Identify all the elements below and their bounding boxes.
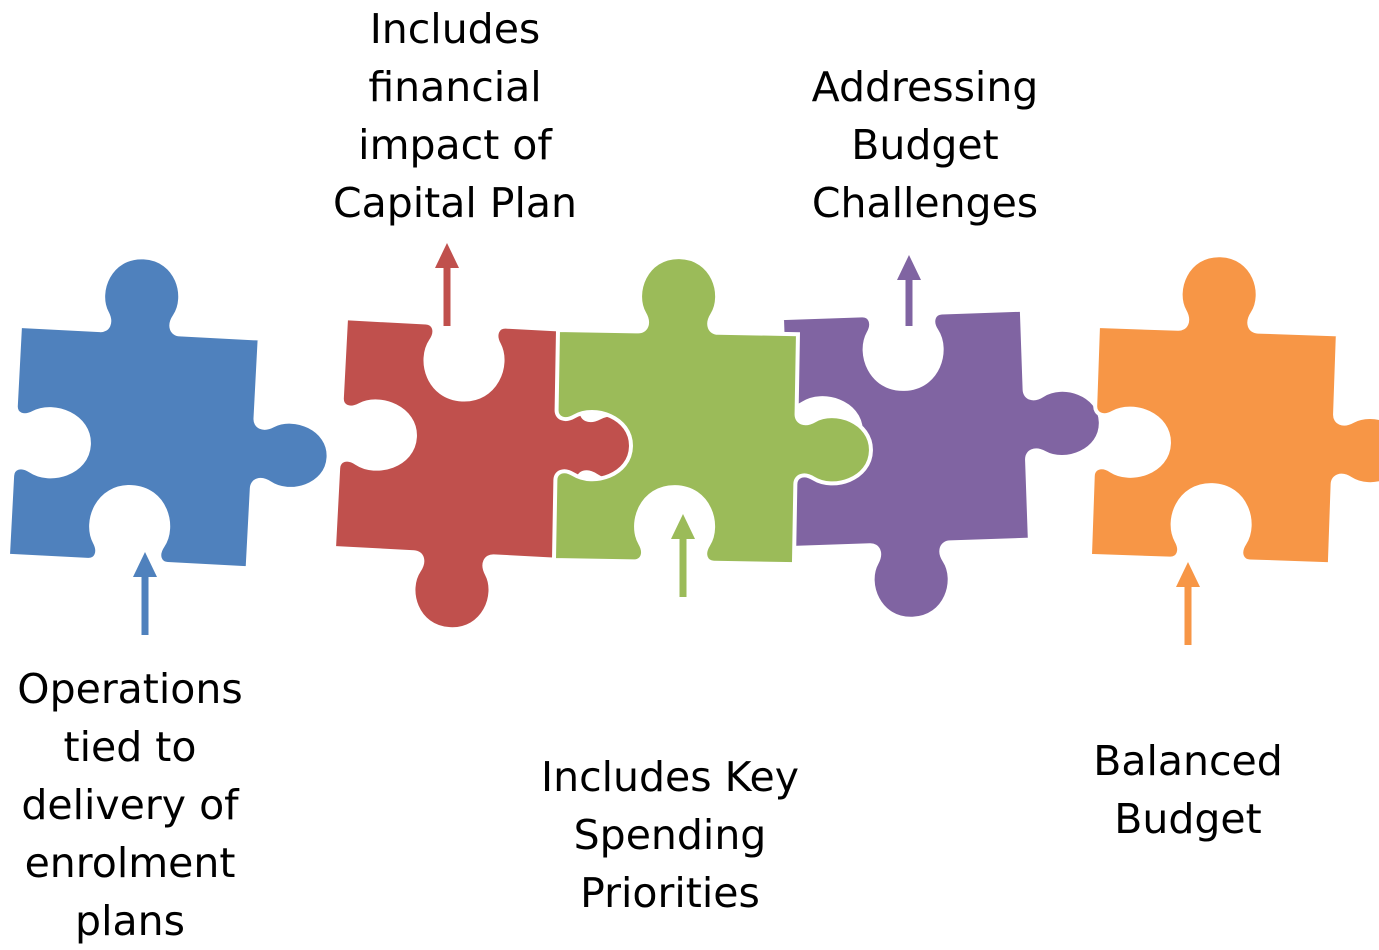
arrow-purple <box>897 255 921 326</box>
label-balanced-budget: Balanced Budget <box>1093 737 1283 843</box>
label-capital-plan: Includes financial impact of Capital Pla… <box>332 5 578 227</box>
arrow-blue <box>133 552 157 635</box>
label-operations: Operations tied to delivery of enrolment… <box>17 665 243 945</box>
puzzle-piece-blue <box>8 251 339 572</box>
arrow-green <box>671 514 695 597</box>
label-key-spending: Includes Key Spending Priorities <box>541 753 799 917</box>
arrow-red <box>435 243 459 326</box>
arrow-orange <box>1176 562 1200 645</box>
label-budget-challenges: Addressing Budget Challenges <box>811 63 1039 227</box>
puzzle-piece-orange <box>1090 251 1379 567</box>
